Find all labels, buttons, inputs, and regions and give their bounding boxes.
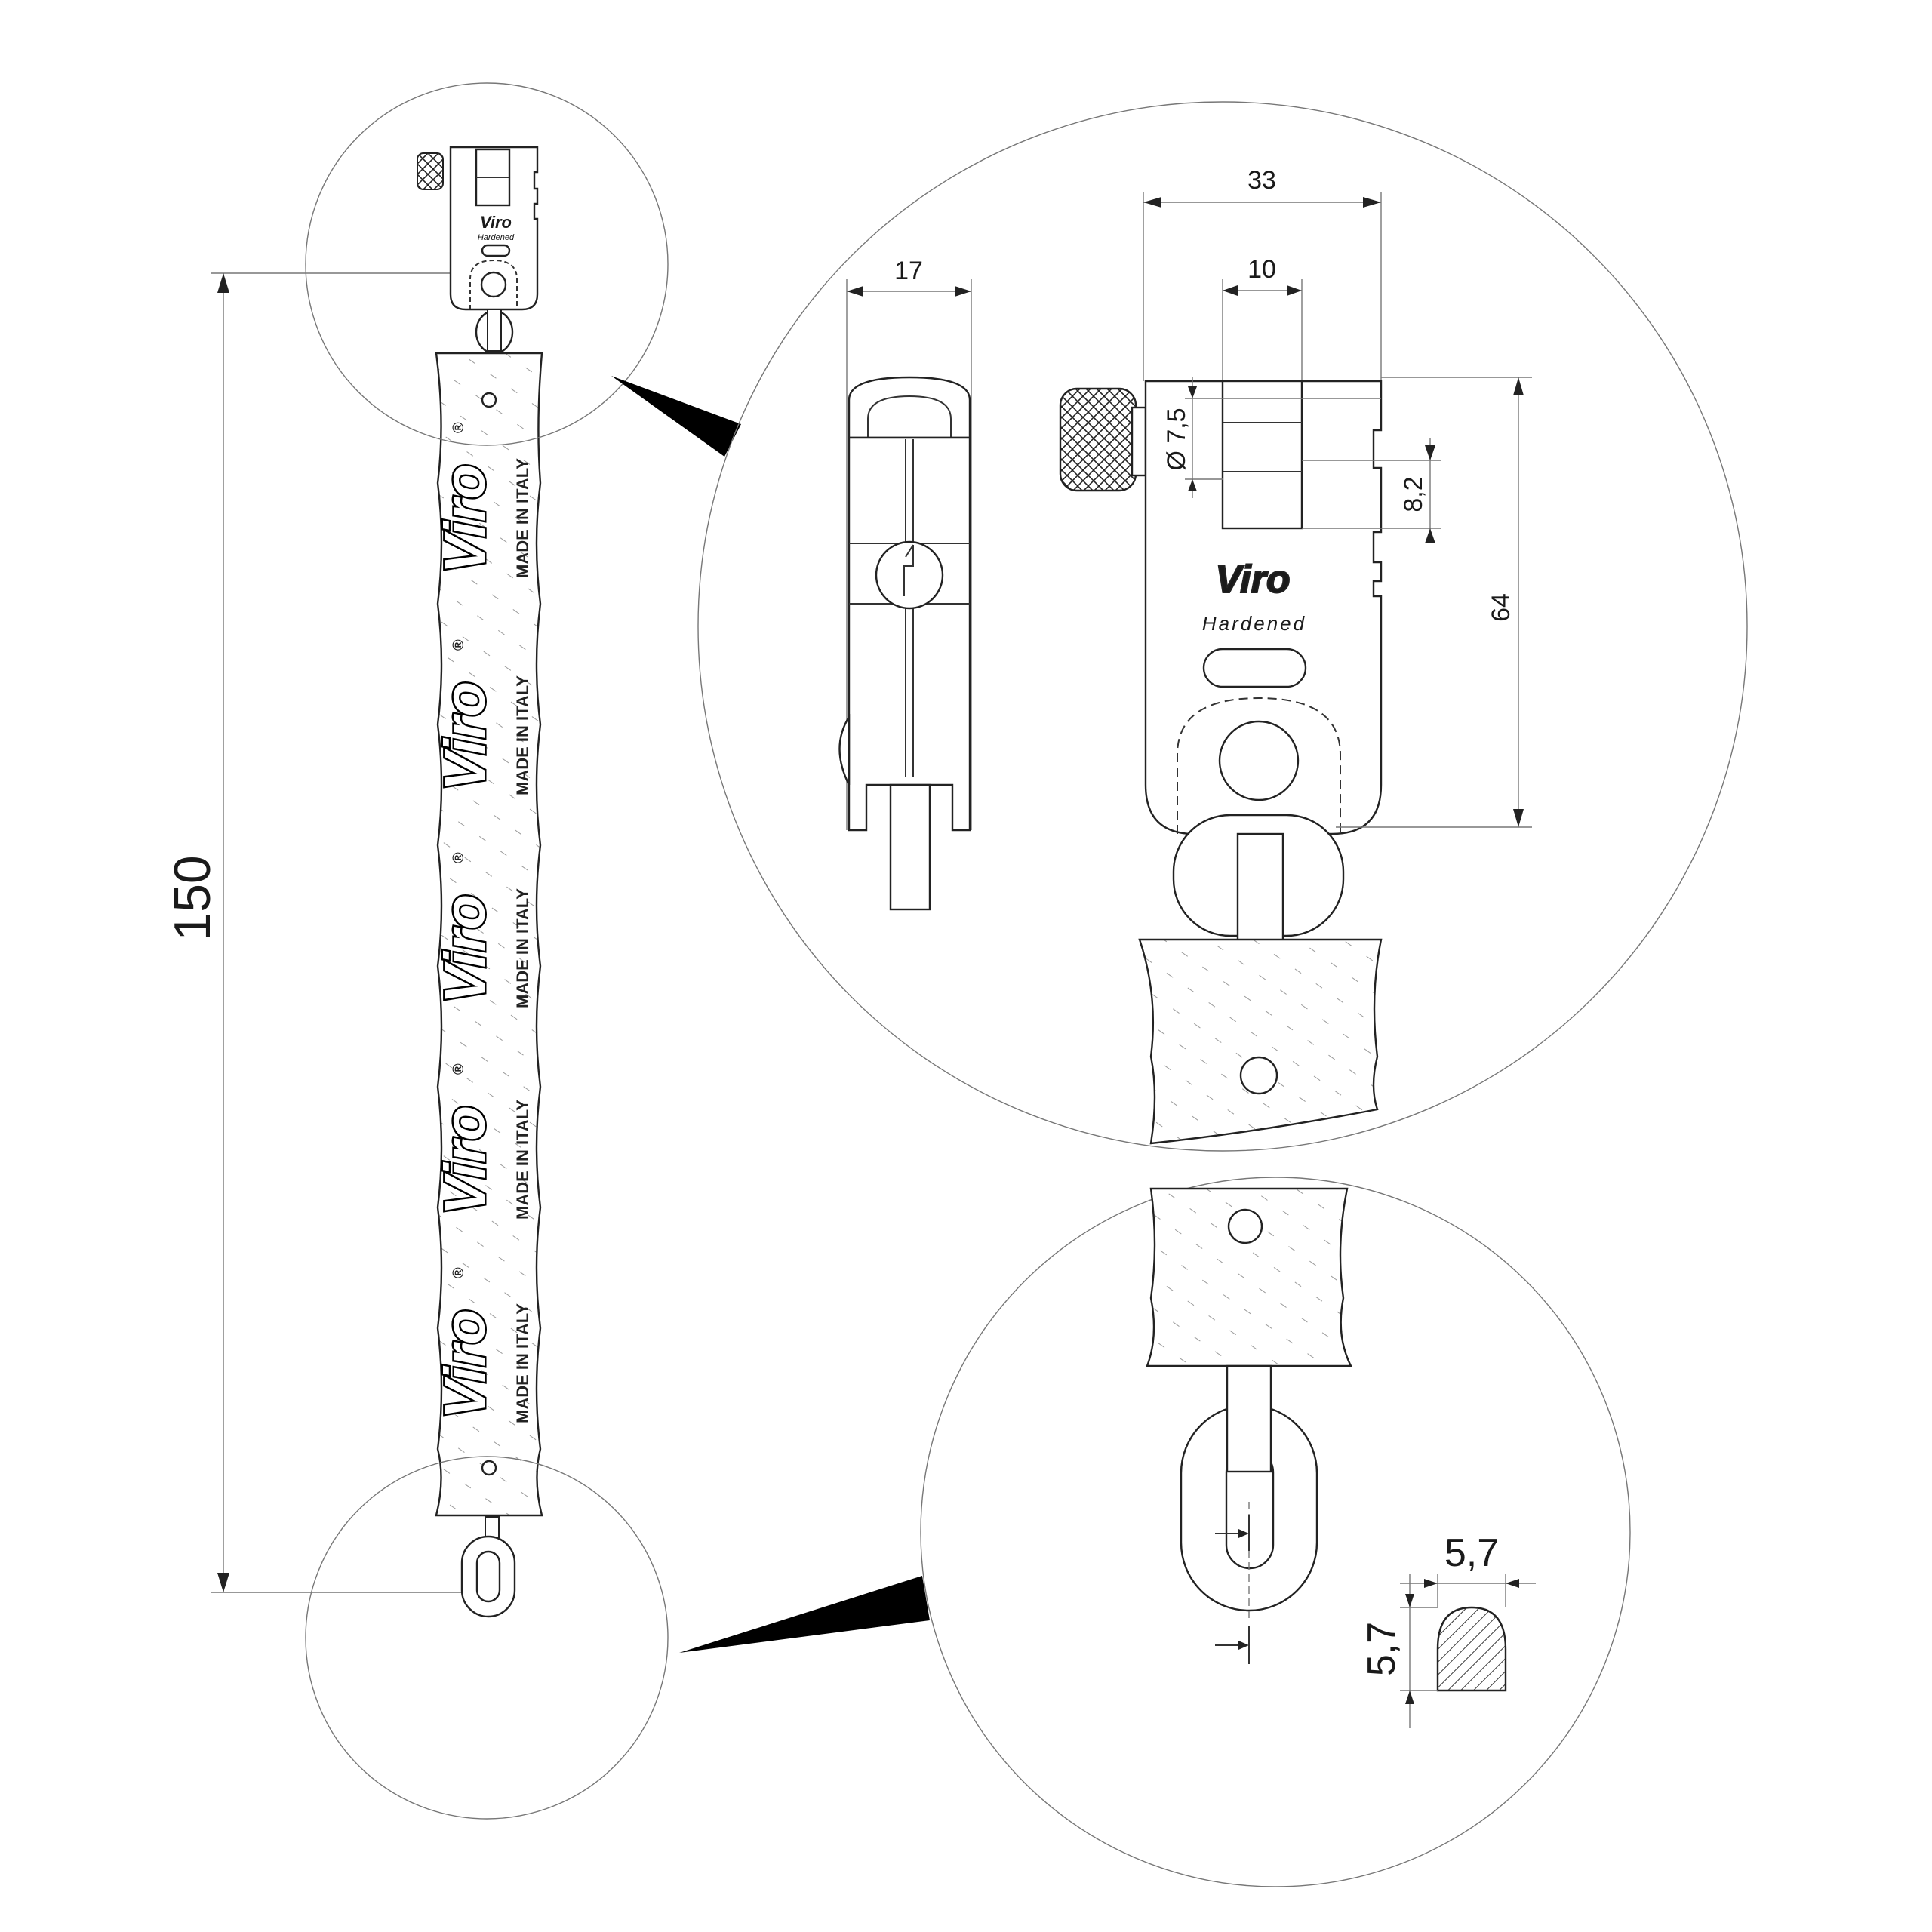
svg-text:MADE IN ITALY: MADE IN ITALY: [513, 458, 532, 578]
svg-text:Viro: Viro: [433, 681, 497, 791]
lock-side-view: 17: [838, 257, 972, 911]
knurled-knob: [1059, 387, 1137, 492]
lock-head-small: Viro Hardened: [417, 146, 539, 355]
svg-text:MADE IN ITALY: MADE IN ITALY: [513, 1303, 532, 1423]
bottom-pointer: [679, 1576, 930, 1653]
svg-text:Viro: Viro: [433, 1106, 497, 1215]
hardened-label: Hardened: [1202, 612, 1306, 635]
front-brand-label: Viro: [1215, 558, 1290, 601]
svg-text:Viro: Viro: [433, 1309, 497, 1419]
sleeve-logo-3: Viro ® MADE IN ITALY: [432, 852, 533, 1008]
chain-sleeve: [435, 352, 543, 1517]
wire-cross-section: [1436, 1606, 1507, 1692]
sleeve-logo-1: Viro ® MADE IN ITALY: [432, 422, 533, 578]
lock-front-view: 33 10 Viro Hardened: [1059, 166, 1532, 1145]
bottom-detail-circle: [305, 1456, 669, 1820]
svg-text:®: ®: [451, 1063, 467, 1075]
lock-width-label: 33: [1247, 166, 1276, 195]
small-brand-label: Viro: [480, 213, 512, 232]
svg-text:®: ®: [451, 422, 467, 433]
lock-height-label: 64: [1487, 593, 1515, 622]
slot-width-label: 10: [1247, 255, 1276, 284]
bottom-link-small: [460, 1516, 516, 1618]
sleeve-logo-2: Viro ® MADE IN ITALY: [432, 639, 533, 795]
small-hardened-label: Hardened: [478, 233, 515, 242]
svg-text:Viro: Viro: [433, 464, 497, 574]
bottom-detail-view: 5,7 5,7: [920, 1177, 1631, 1887]
section-width-label: 5,7: [1444, 1531, 1499, 1575]
svg-text:MADE IN ITALY: MADE IN ITALY: [513, 675, 532, 795]
top-detail-circle: [305, 82, 669, 446]
pin-diameter-label: Ø 7,5: [1162, 408, 1191, 470]
length-dimension-label: 150: [164, 855, 221, 940]
svg-text:®: ®: [451, 852, 467, 863]
top-detail-view: 17 33 10: [697, 101, 1748, 1152]
side-width-label: 17: [894, 257, 923, 285]
svg-text:MADE IN ITALY: MADE IN ITALY: [513, 1100, 532, 1220]
svg-text:Viro: Viro: [433, 894, 497, 1004]
svg-text:®: ®: [451, 639, 467, 651]
svg-text:MADE IN ITALY: MADE IN ITALY: [513, 888, 532, 1008]
svg-text:®: ®: [451, 1267, 467, 1278]
full-chain-view: 150 Viro Hardened Viro ® MADE IN ITALY V…: [164, 82, 669, 1820]
section-height-label: 5,7: [1360, 1622, 1404, 1676]
top-pointer: [611, 376, 741, 457]
sleeve-logo-4: Viro ® MADE IN ITALY: [432, 1063, 533, 1220]
slot-depth-label: 8,2: [1399, 476, 1428, 512]
sleeve-logo-5: Viro ® MADE IN ITALY: [432, 1267, 533, 1423]
